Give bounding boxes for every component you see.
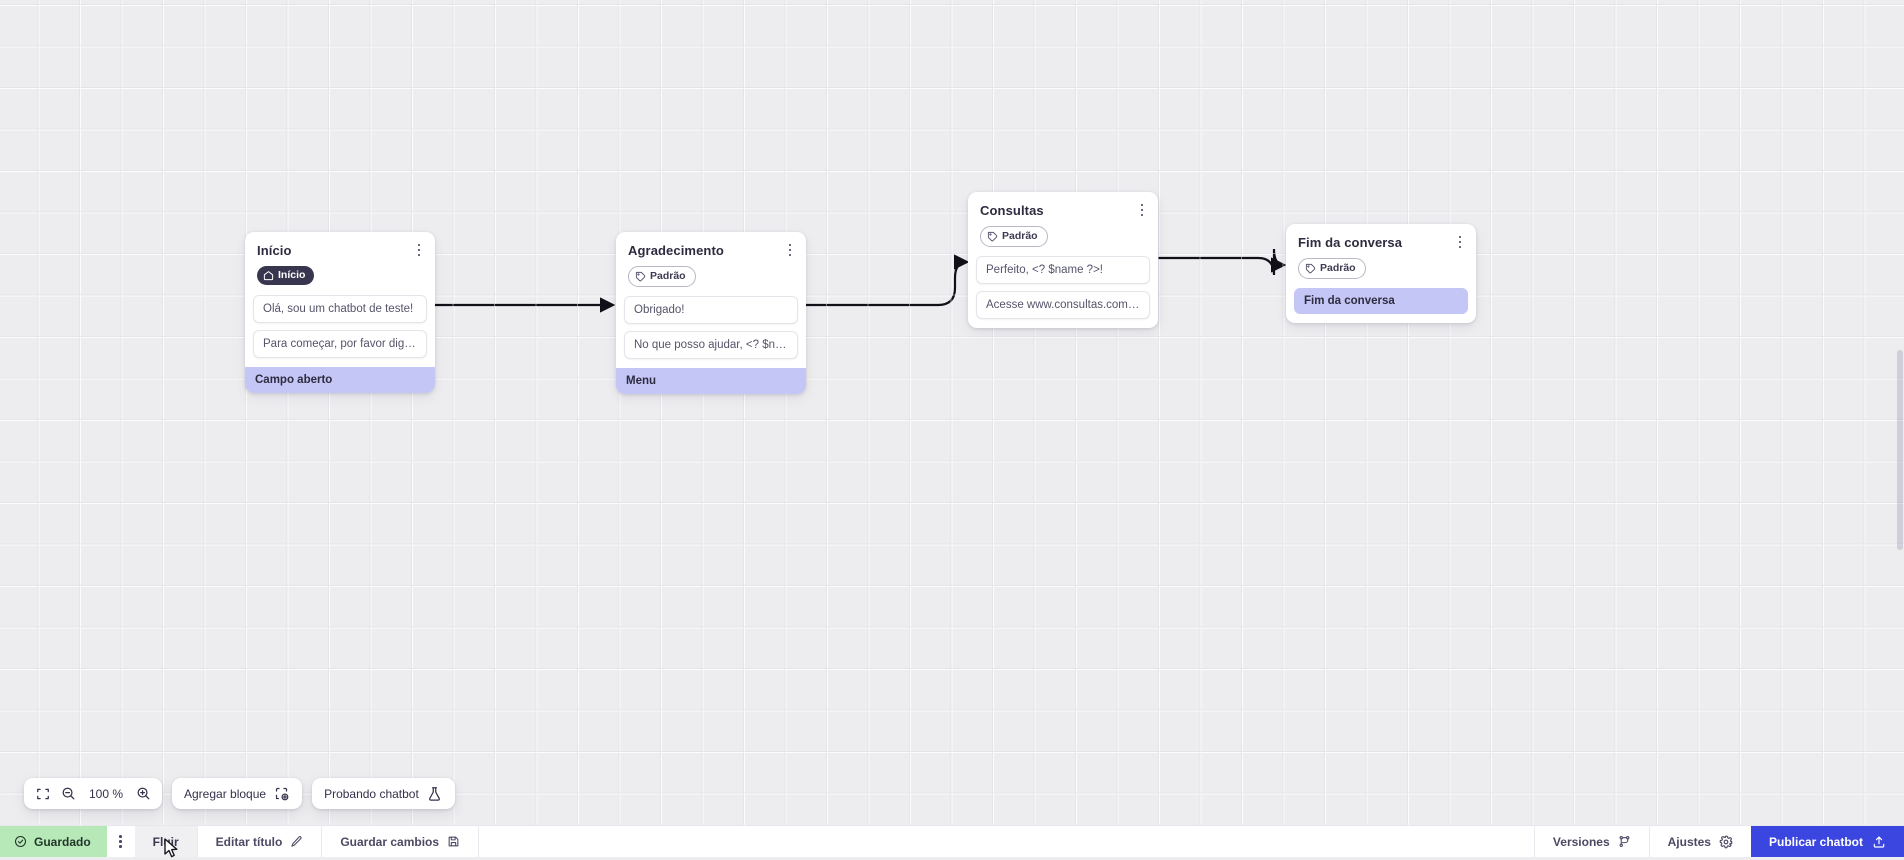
node-header: Início <box>245 232 435 259</box>
node-messages: Obrigado! No que posso ajudar, <? $name … <box>616 296 806 368</box>
node-header: Consultas <box>968 192 1158 219</box>
node-badge-label: Padrão <box>1320 262 1356 275</box>
save-changes-label: Guardar cambios <box>340 835 439 849</box>
pencil-icon <box>290 835 303 848</box>
saved-label: Guardado <box>34 835 91 849</box>
node-message[interactable]: Para começar, por favor digite o ... <box>253 330 427 358</box>
fit-screen-icon[interactable] <box>34 785 51 802</box>
node-badge-default[interactable]: Padrão <box>1298 258 1366 279</box>
flow-node-consultas[interactable]: Consultas Padrão Perfeito, <? $name ?>! … <box>968 192 1158 328</box>
upload-icon <box>1872 835 1886 849</box>
node-action[interactable]: Fim da conversa <box>1294 288 1468 314</box>
node-message[interactable]: Acesse www.consultas.com par... <box>976 291 1150 319</box>
gear-icon <box>1719 835 1733 849</box>
node-header: Fim da conversa <box>1286 224 1476 251</box>
add-block-icon <box>273 785 290 802</box>
node-action[interactable]: Menu <box>616 368 806 394</box>
flow-node-agradecimento[interactable]: Agradecimento Padrão Obrigado! No que po… <box>616 232 806 394</box>
node-title: Início <box>257 243 423 259</box>
canvas-vertical-scrollbar[interactable] <box>1897 0 1903 825</box>
settings-label: Ajustes <box>1668 835 1711 849</box>
test-chatbot-label: Probando chatbot <box>324 787 419 801</box>
tag-icon <box>987 231 998 242</box>
flow-node-fim-da-conversa[interactable]: Fim da conversa Padrão Fim da conversa <box>1286 224 1476 323</box>
publish-chatbot-button[interactable]: Publicar chatbot <box>1751 826 1904 857</box>
node-badge-start[interactable]: Início <box>257 266 314 285</box>
add-block-group: Agregar bloque <box>172 778 302 809</box>
add-block-button[interactable]: Agregar bloque <box>184 778 290 809</box>
node-header: Agradecimento <box>616 232 806 259</box>
node-title: Consultas <box>980 203 1146 219</box>
statusbar-menu-button[interactable] <box>107 826 135 857</box>
versions-button[interactable]: Versiones <box>1534 826 1649 857</box>
node-menu-button[interactable] <box>411 240 427 260</box>
node-action[interactable]: Campo aberto <box>245 367 435 393</box>
connector-consultas-fim <box>1155 249 1284 275</box>
node-menu-button[interactable] <box>1452 232 1468 252</box>
statusbar-spacer <box>479 826 1534 857</box>
add-block-label: Agregar bloque <box>184 787 266 801</box>
versions-label: Versiones <box>1553 835 1610 849</box>
canvas-toolbar: 100 % Agregar bloque Probando chatbot <box>24 778 455 809</box>
flow-canvas[interactable]: Início Início Olá, sou um chatbot de tes… <box>0 0 1904 825</box>
node-badge-row: Padrão <box>1286 251 1476 288</box>
node-messages: Perfeito, <? $name ?>! Acesse www.consul… <box>968 256 1158 328</box>
zoom-controls: 100 % <box>24 778 162 809</box>
branch-icon <box>1618 835 1631 848</box>
home-icon <box>263 270 274 281</box>
connector-layer <box>0 0 1904 825</box>
node-badge-row: Início <box>245 259 435 295</box>
node-message[interactable]: No que posso ajudar, <? $name ... <box>624 331 798 359</box>
edit-title-button[interactable]: Editar título <box>198 826 323 857</box>
test-chatbot-button[interactable]: Probando chatbot <box>324 778 443 809</box>
save-changes-button[interactable]: Guardar cambios <box>322 826 479 857</box>
node-badge-label: Início <box>278 269 305 282</box>
node-title: Fim da conversa <box>1298 235 1464 251</box>
statusbar-right-group: Versiones Ajustes Publicar chatbot <box>1534 826 1904 857</box>
node-badge-default[interactable]: Padrão <box>980 226 1048 247</box>
node-badge-label: Padrão <box>650 270 686 283</box>
node-menu-button[interactable] <box>1134 200 1150 220</box>
node-message[interactable]: Perfeito, <? $name ?>! <box>976 256 1150 284</box>
connector-agradecimento-consultas <box>805 262 967 305</box>
node-title: Agradecimento <box>628 243 794 259</box>
node-badge-row: Padrão <box>616 259 806 296</box>
floppy-icon <box>447 835 460 848</box>
node-badge-label: Padrão <box>1002 230 1038 243</box>
scrollbar-thumb[interactable] <box>1897 350 1903 550</box>
settings-button[interactable]: Ajustes <box>1649 826 1751 857</box>
zoom-level-value: 100 % <box>86 787 126 801</box>
tag-icon <box>635 271 646 282</box>
check-circle-icon <box>14 835 27 848</box>
status-badge-saved: Guardado <box>0 826 107 857</box>
zoom-in-icon[interactable] <box>135 785 152 802</box>
flow-node-inicio[interactable]: Início Início Olá, sou um chatbot de tes… <box>245 232 435 393</box>
node-message[interactable]: Olá, sou um chatbot de teste! <box>253 295 427 323</box>
tab-fluir[interactable]: Fluir <box>135 826 198 857</box>
node-message[interactable]: Obrigado! <box>624 296 798 324</box>
publish-label: Publicar chatbot <box>1769 835 1863 849</box>
bottom-status-bar: Guardado Fluir Editar título Guardar cam… <box>0 825 1904 857</box>
node-menu-button[interactable] <box>782 240 798 260</box>
tab-fluir-label: Fluir <box>153 835 179 849</box>
node-badge-row: Padrão <box>968 219 1158 256</box>
tag-icon <box>1305 263 1316 274</box>
zoom-out-icon[interactable] <box>60 785 77 802</box>
node-badge-default[interactable]: Padrão <box>628 266 696 287</box>
test-chatbot-group: Probando chatbot <box>312 778 455 809</box>
edit-title-label: Editar título <box>216 835 283 849</box>
flask-icon <box>426 785 443 802</box>
node-messages: Olá, sou um chatbot de teste! Para começ… <box>245 295 435 367</box>
